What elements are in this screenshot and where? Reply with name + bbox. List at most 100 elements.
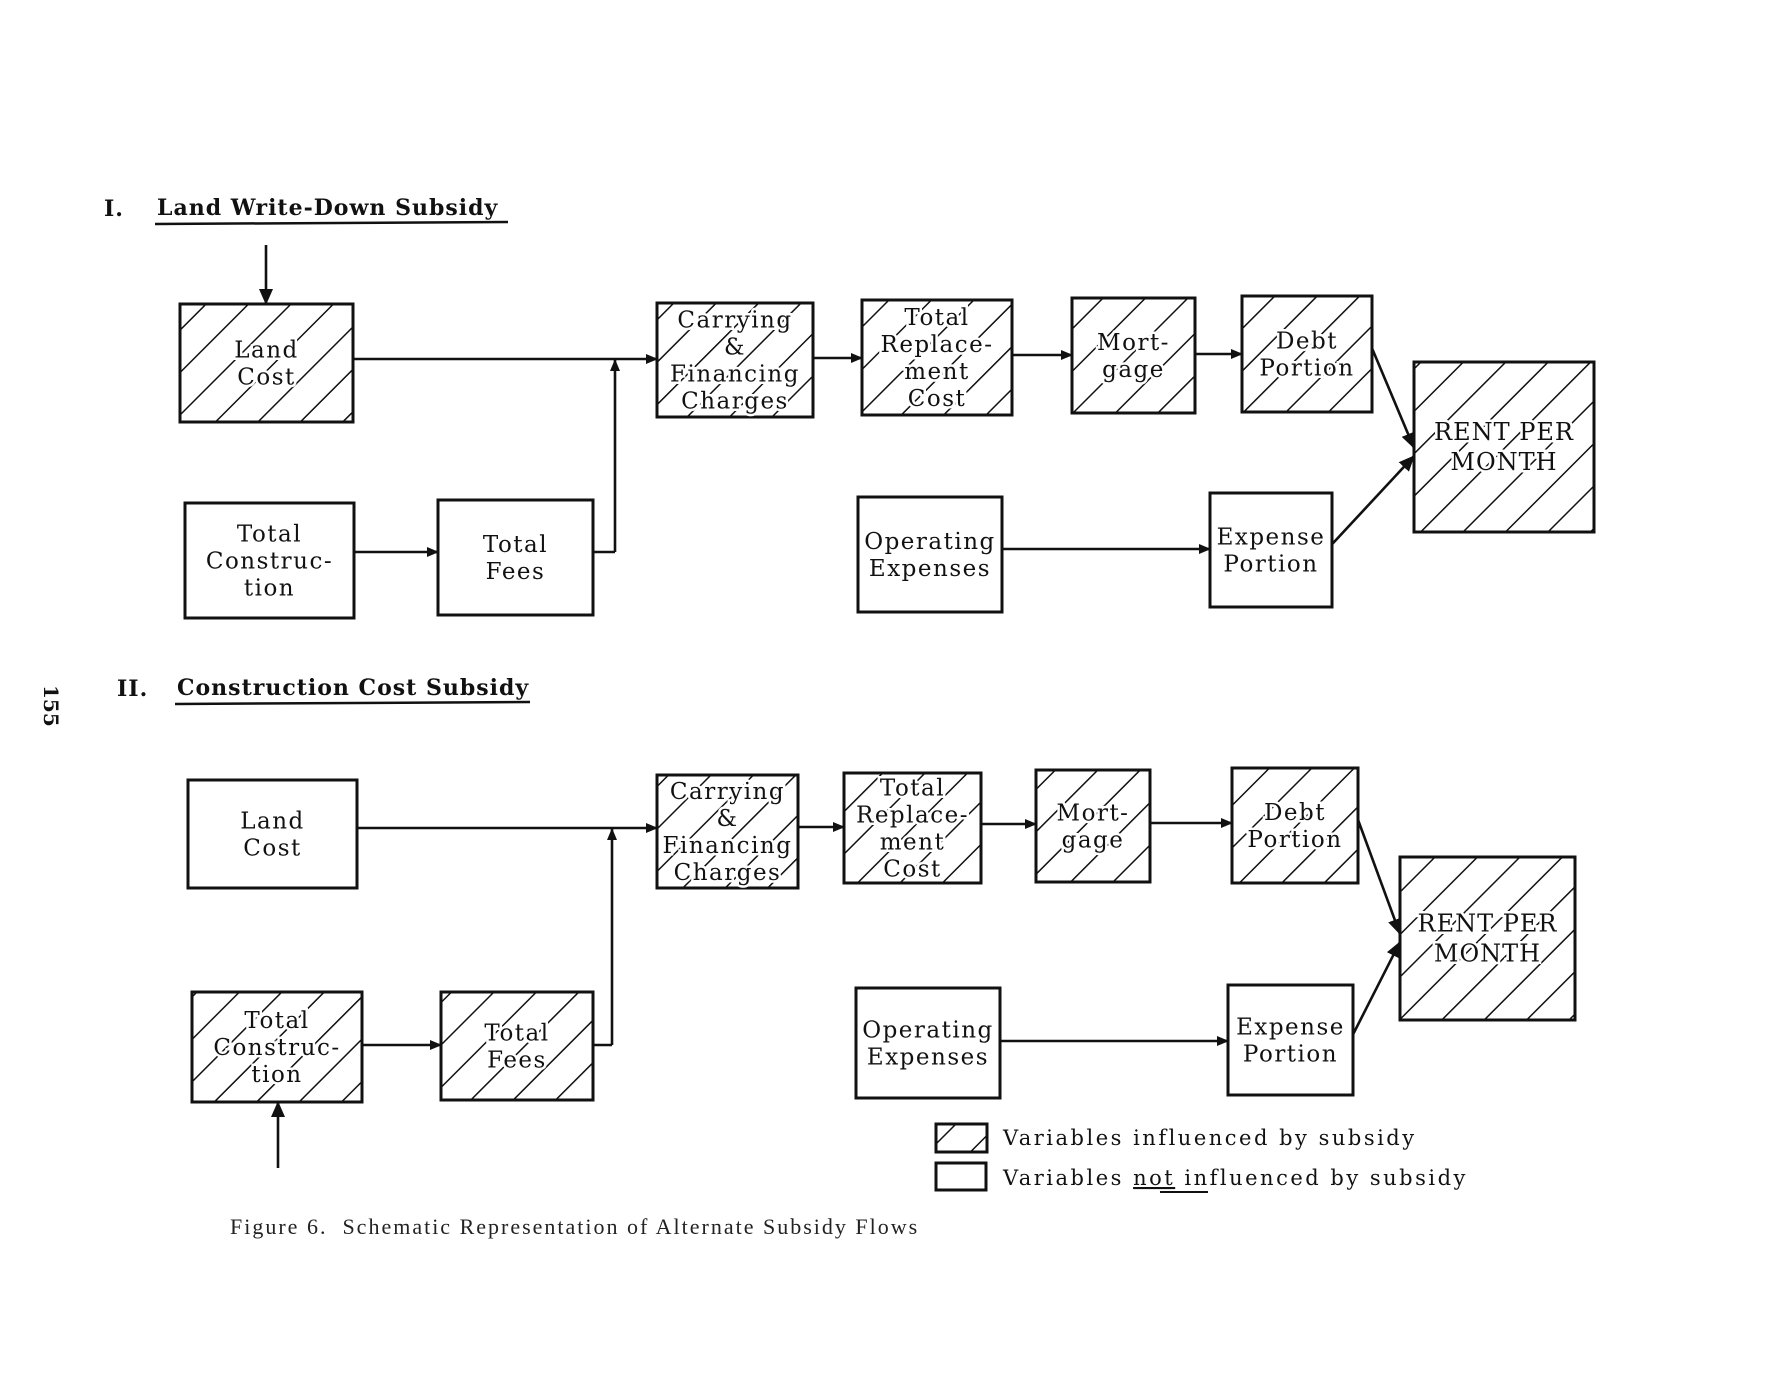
- hatched-box-frame: [655, 301, 815, 419]
- hatched-box-frame: [1034, 768, 1152, 884]
- plain-box-frame: [854, 986, 1002, 1100]
- legend-swatch-influenced: [934, 1122, 989, 1154]
- flow-arrow-expense-to-rent: [1351, 941, 1402, 1036]
- total-replacement-label-line: Replace-: [881, 332, 994, 358]
- debt-portion-label-line: Debt: [1276, 329, 1338, 355]
- section-1-title: Land Write-Down Subsidy: [157, 195, 498, 221]
- legend: Variables influenced by subsidy Variable…: [934, 1122, 1468, 1193]
- plain-box-frame: [856, 495, 1004, 614]
- carrying-financing-label-line: Financing: [670, 362, 800, 388]
- total-replacement-label-line: Total: [904, 305, 969, 331]
- plain-box-frame: [183, 501, 356, 620]
- hatched-box-frame: [1230, 766, 1360, 885]
- land-cost-label-line: Cost: [237, 365, 296, 391]
- total-fees-label-line: Fees: [487, 1048, 547, 1074]
- hatched-box-frame: [178, 302, 355, 424]
- total-construction-label-line: Total: [237, 522, 302, 548]
- hatched-box-frame: [1398, 855, 1577, 1022]
- total-replacement-label-line: ment: [880, 830, 945, 856]
- total-replacement-label-line: Cost: [883, 857, 942, 883]
- rent-per-month-label-line: RENT PER: [1434, 418, 1574, 446]
- legend-swatch-not-influenced: [934, 1161, 988, 1192]
- page-number: 155: [39, 685, 63, 727]
- mortgage-box: Mort-gage: [1070, 296, 1197, 415]
- operating-expenses-label-line: Operating: [862, 1018, 994, 1044]
- debt-portion-label-line: Debt: [1264, 800, 1326, 826]
- mortgage-label-line: gage: [1102, 357, 1165, 383]
- plain-box-frame: [436, 498, 595, 617]
- operating-expenses-label-line: Expenses: [867, 1045, 989, 1071]
- plain-box-frame: [1226, 983, 1355, 1097]
- carrying-financing-label-line: &: [724, 335, 746, 361]
- flow-arrow-expense-to-rent: [1331, 455, 1415, 546]
- operating-expenses-label-line: Expenses: [869, 556, 991, 582]
- figure-caption: Figure 6. Schematic Representation of Al…: [230, 1214, 919, 1239]
- operating-expenses-label-line: Operating: [864, 529, 996, 555]
- carrying-financing-label-line: Charges: [681, 389, 789, 415]
- debt-portion-label-line: Portion: [1259, 356, 1354, 382]
- legend-label-influenced: Variables influenced by subsidy: [1002, 1126, 1417, 1150]
- flow-arrow-debt-to-rent: [1356, 819, 1402, 935]
- land-cost-label-line: Land: [234, 338, 299, 364]
- carrying-financing-label-line: Financing: [663, 833, 793, 859]
- total-fees-label-line: Fees: [486, 559, 546, 585]
- section-1-heading: I. Land Write-Down Subsidy: [104, 195, 509, 226]
- section-1-numeral: I.: [104, 196, 124, 222]
- expense-portion-label-line: Portion: [1223, 552, 1318, 578]
- hatched-box-frame: [1240, 294, 1374, 414]
- mortgage-label-line: Mort-: [1057, 801, 1130, 827]
- total-construction-label-line: Construc-: [206, 549, 333, 575]
- expense-portion-label-line: Expense: [1236, 1015, 1345, 1041]
- section-1-title-underline: [154, 220, 509, 226]
- total-fees-label-line: Total: [483, 532, 548, 558]
- legend-not-emphasis: not: [1133, 1166, 1175, 1190]
- legend-not-prefix: Variables: [1002, 1166, 1133, 1190]
- debt-portion-label-line: Portion: [1247, 827, 1342, 853]
- hatched-box-frame: [190, 990, 364, 1104]
- total-construction-label-line: Total: [244, 1008, 309, 1034]
- land-cost-label-line: Cost: [243, 836, 302, 862]
- expense-portion-label-line: Expense: [1217, 525, 1326, 551]
- mortgage-label-line: gage: [1062, 828, 1125, 854]
- rent-per-month-label-line: MONTH: [1434, 940, 1541, 968]
- total-replacement-label-line: Replace-: [856, 803, 969, 829]
- section-2-diagram: LandCostTotalConstruc-tionTotalFeesCarry…: [186, 766, 1577, 1168]
- mortgage-label-line: Mort-: [1097, 330, 1170, 356]
- carrying-financing-label-line: Carrying: [670, 779, 785, 805]
- hatched-box-frame: [1412, 360, 1596, 534]
- carrying-financing-label-line: Charges: [674, 860, 782, 886]
- legend-label-not-influenced: Variables not influenced by subsidy: [1002, 1166, 1468, 1190]
- rent-per-month-label-line: RENT PER: [1418, 910, 1558, 938]
- hatched-box-frame: [860, 298, 1014, 417]
- land-cost-label-line: Land: [240, 809, 305, 835]
- section-1-diagram: LandCostTotalConstruc-tionTotalFeesCarry…: [178, 245, 1596, 620]
- carrying-financing-label-line: Carrying: [677, 308, 792, 334]
- rent-per-month-label-line: MONTH: [1450, 448, 1557, 476]
- total-construction-label-line: Construc-: [213, 1035, 340, 1061]
- total-replacement-label-line: ment: [904, 359, 969, 385]
- flow-arrow-debt-to-rent: [1370, 347, 1416, 449]
- total-construction-label-line: tion: [251, 1062, 302, 1088]
- legend-not-suffix: influenced by subsidy: [1175, 1166, 1468, 1190]
- expense-portion-label-line: Portion: [1243, 1042, 1338, 1068]
- total-fees-label-line: Total: [484, 1021, 549, 1047]
- total-replacement-label-line: Cost: [908, 386, 967, 412]
- hatched-box-frame: [842, 771, 983, 885]
- carrying-financing-label-line: &: [717, 806, 739, 832]
